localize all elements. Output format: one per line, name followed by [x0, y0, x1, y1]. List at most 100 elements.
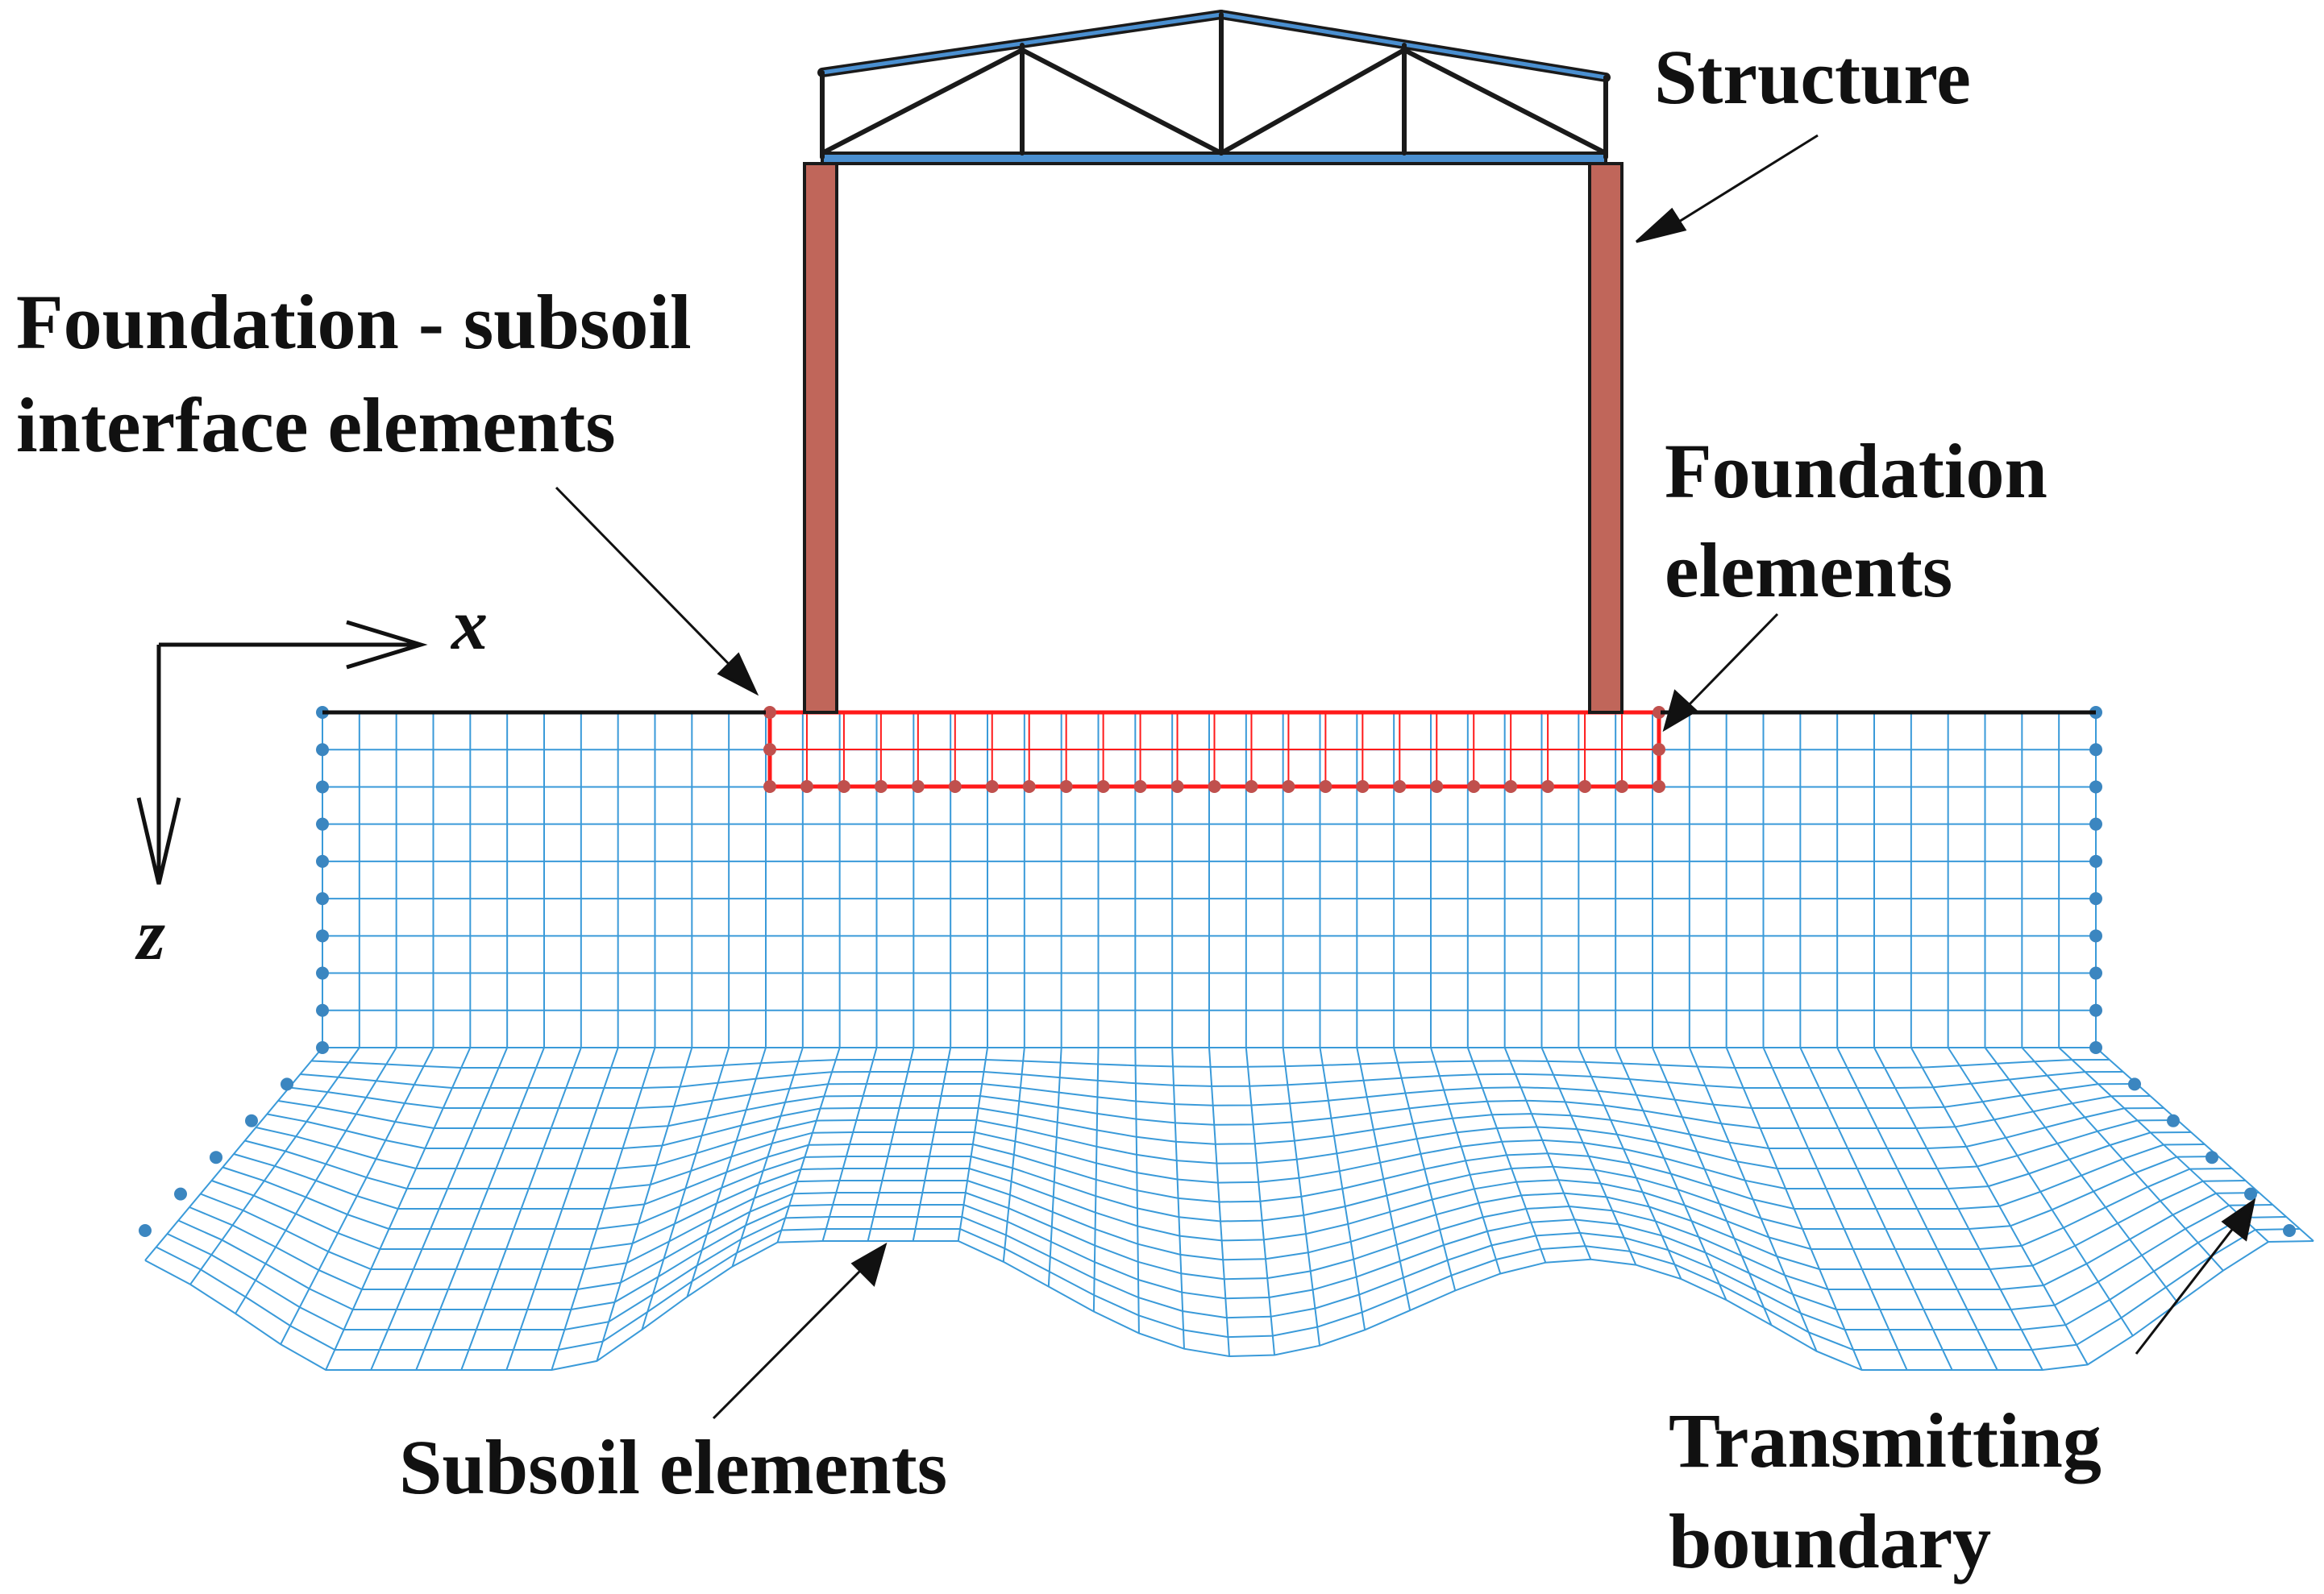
truss-top-chord-right-highlight [1219, 12, 1608, 80]
mesh-row-curve [267, 1107, 2164, 1149]
foundation-node [1615, 780, 1629, 793]
mesh-row-curve [277, 1095, 2151, 1129]
boundary-node [2089, 817, 2102, 831]
foundation-node [763, 743, 776, 756]
boundary-node [210, 1151, 222, 1164]
subsoil-arrowhead [850, 1242, 888, 1287]
foundation-node [1653, 706, 1665, 719]
interface-label-line1: Foundation - subsoil [16, 279, 692, 365]
boundary-node [2089, 966, 2102, 980]
foundation-node [1245, 780, 1258, 793]
boundary-node [316, 966, 329, 980]
left-column [803, 162, 838, 714]
boundary-node [2089, 1041, 2102, 1054]
foundation-node [1170, 780, 1184, 793]
foundation-node [985, 780, 999, 793]
foundation-node [1653, 743, 1665, 756]
boundary-node [316, 743, 329, 757]
truss-member [1219, 48, 1407, 156]
boundary-node [2089, 854, 2102, 868]
boundary-node [2089, 892, 2102, 906]
boundary-node [2206, 1151, 2218, 1164]
boundary-node [316, 780, 329, 794]
mesh-row-curve [211, 1168, 2232, 1250]
mesh-row-curve [256, 1119, 2178, 1169]
foundation-node [1504, 780, 1518, 793]
boundary-node [281, 1077, 293, 1091]
structure-label: Structure [1654, 34, 1971, 120]
boundary-node [2089, 780, 2102, 794]
foundation-node [837, 780, 850, 793]
boundary-node [316, 929, 329, 943]
foundation-node [1319, 780, 1332, 793]
foundation-node [1393, 780, 1407, 793]
boundary-node [316, 854, 329, 868]
subsoil-mesh [144, 712, 2314, 1371]
foundation-leader [1683, 612, 1779, 711]
foundation-node [1653, 780, 1665, 793]
transmitting-boundary-nodes [139, 706, 2296, 1237]
foundation-label-line2: elements [1665, 527, 1952, 613]
foundation-node [1430, 780, 1444, 793]
coordinate-axes [136, 620, 428, 885]
boundary-node [316, 1003, 329, 1017]
boundary-node [316, 892, 329, 906]
mesh-row-curve [300, 1071, 2123, 1089]
foundation-node [763, 780, 776, 793]
foundation-nodes [763, 706, 1665, 793]
foundation-node [911, 780, 925, 793]
interface-leader [555, 486, 735, 670]
mesh-row-curve [289, 1083, 2137, 1109]
truss-member [1402, 48, 1608, 156]
mesh-row-curve [222, 1156, 2218, 1230]
boundary-node [174, 1187, 187, 1201]
boundary-node [2089, 743, 2102, 757]
roof-truss [817, 10, 1611, 165]
boundary-node [245, 1114, 258, 1127]
x-axis-label: x [450, 585, 488, 665]
mesh-row-curve [233, 1144, 2206, 1210]
mesh-row-curve [177, 1204, 2273, 1310]
foundation-node [1059, 780, 1073, 793]
structure-leader [1661, 134, 1819, 234]
foundation-node [1022, 780, 1036, 793]
boundary-node [2128, 1077, 2141, 1091]
foundation-node [1133, 780, 1147, 793]
foundation-node [1356, 780, 1370, 793]
z-axis-label: z [135, 895, 165, 975]
boundary-node [2089, 1003, 2102, 1017]
boundary-node [2283, 1224, 2296, 1237]
boundary-leader [2135, 1222, 2239, 1355]
boundary-node [2089, 929, 2102, 943]
subsoil-label: Subsoil elements [399, 1424, 947, 1510]
boundary-node [139, 1224, 152, 1237]
mesh-row-curve [311, 1059, 2110, 1069]
mesh-row-curve [144, 1240, 2314, 1371]
foundation-node [1578, 780, 1592, 793]
foundation-node [1282, 780, 1295, 793]
boundary-node [2167, 1114, 2180, 1127]
truss-member [1020, 48, 1224, 156]
z-axis-arrowhead [136, 797, 181, 885]
interface-arrowhead [717, 652, 759, 696]
mesh-row-curve [244, 1131, 2192, 1189]
foundation-node [874, 780, 888, 793]
subsoil-leader [712, 1265, 866, 1420]
foundation-node [1467, 780, 1481, 793]
x-axis-arrowhead [346, 620, 428, 670]
boundary-node [2244, 1187, 2257, 1201]
boundary-label-line2: boundary [1669, 1498, 1991, 1584]
foundation-node [1208, 780, 1221, 793]
foundation-label-line1: Foundation [1665, 428, 2048, 514]
foundation-node [1096, 780, 1110, 793]
foundation-node [763, 706, 776, 719]
foundation-node [800, 780, 813, 793]
mesh-row-curve [156, 1228, 2301, 1351]
leader-lines [555, 134, 2256, 1420]
truss-bottom-chord [821, 152, 1607, 165]
foundation-node [1541, 780, 1555, 793]
foundation-node [948, 780, 962, 793]
boundary-label-line1: Transmitting [1669, 1397, 2102, 1484]
boundary-node [316, 817, 329, 831]
